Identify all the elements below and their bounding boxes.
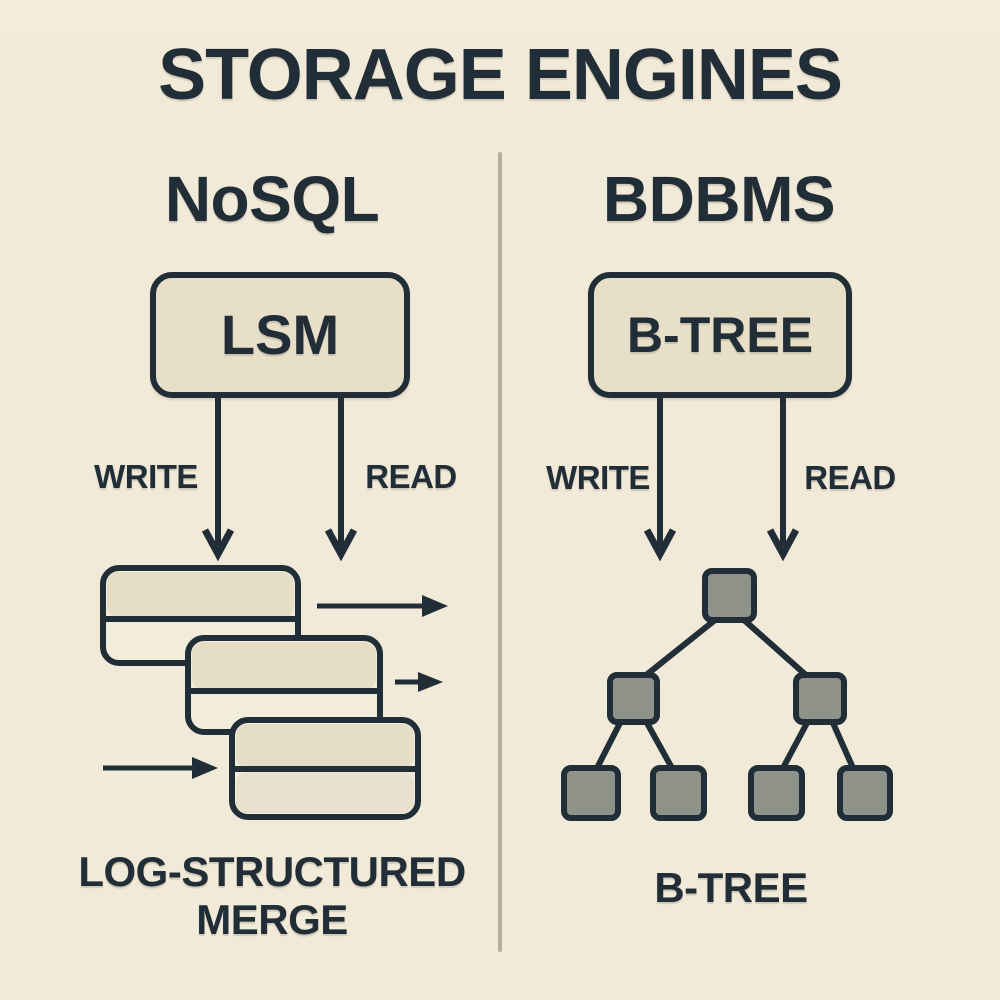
segment-in-arrow — [103, 757, 218, 779]
segment-top-band — [107, 572, 294, 618]
left-write-label: WRITE — [94, 458, 198, 495]
right-caption: B-TREE — [654, 864, 808, 911]
tree-edge — [594, 721, 623, 770]
tree-edge — [780, 721, 810, 770]
page-title: STORAGE ENGINES — [158, 35, 843, 115]
down-arrow-head-icon — [766, 528, 800, 562]
btree-internal-node-right — [793, 672, 847, 725]
down-arrow-head-icon — [201, 528, 235, 562]
segment-out-arrow-2 — [395, 672, 443, 692]
lsm-box — [150, 272, 410, 398]
btree-root-node — [702, 568, 757, 623]
btree-read-arrow — [766, 396, 800, 562]
segment-bottom-band — [236, 772, 414, 813]
lsm-box-label: LSM — [220, 303, 340, 366]
btree-internal-node-left — [607, 672, 660, 725]
column-divider — [498, 152, 502, 952]
lsm-read-arrow — [324, 396, 358, 562]
right-write-label: WRITE — [546, 459, 650, 496]
btree-write-arrow — [643, 396, 677, 562]
right-read-label: READ — [804, 459, 896, 496]
tree-edge — [830, 721, 856, 770]
left-caption-line1: LOG-STRUCTURED — [78, 848, 466, 895]
tree-edge — [742, 617, 809, 679]
down-arrow-head-icon — [324, 528, 358, 562]
down-arrow-head-icon — [643, 528, 677, 562]
right-column-header: BDBMS — [602, 163, 836, 235]
right-arrow-head-icon — [192, 757, 218, 779]
tree-edge — [643, 617, 717, 679]
segment-top-band — [192, 642, 376, 690]
btree-box — [588, 272, 852, 398]
btree-leaf-node-4 — [837, 765, 893, 821]
left-read-label: READ — [365, 458, 457, 495]
right-arrow-head-icon — [418, 672, 443, 692]
segment-out-arrow-1 — [317, 595, 448, 617]
lsm-write-arrow — [201, 396, 235, 562]
lsm-segment-3 — [229, 717, 421, 820]
btree-leaf-node-3 — [748, 765, 805, 821]
btree-edges — [594, 617, 856, 770]
btree-leaf-node-1 — [561, 765, 621, 821]
tree-edge — [644, 721, 675, 770]
left-caption-line2: MERGE — [196, 896, 348, 943]
btree-box-label: B-TREE — [626, 307, 814, 363]
btree-leaf-node-2 — [650, 765, 707, 821]
segment-border — [229, 717, 421, 820]
left-column-header: NoSQL — [164, 163, 380, 235]
segment-top-band — [236, 724, 414, 768]
right-arrow-head-icon — [422, 595, 448, 617]
